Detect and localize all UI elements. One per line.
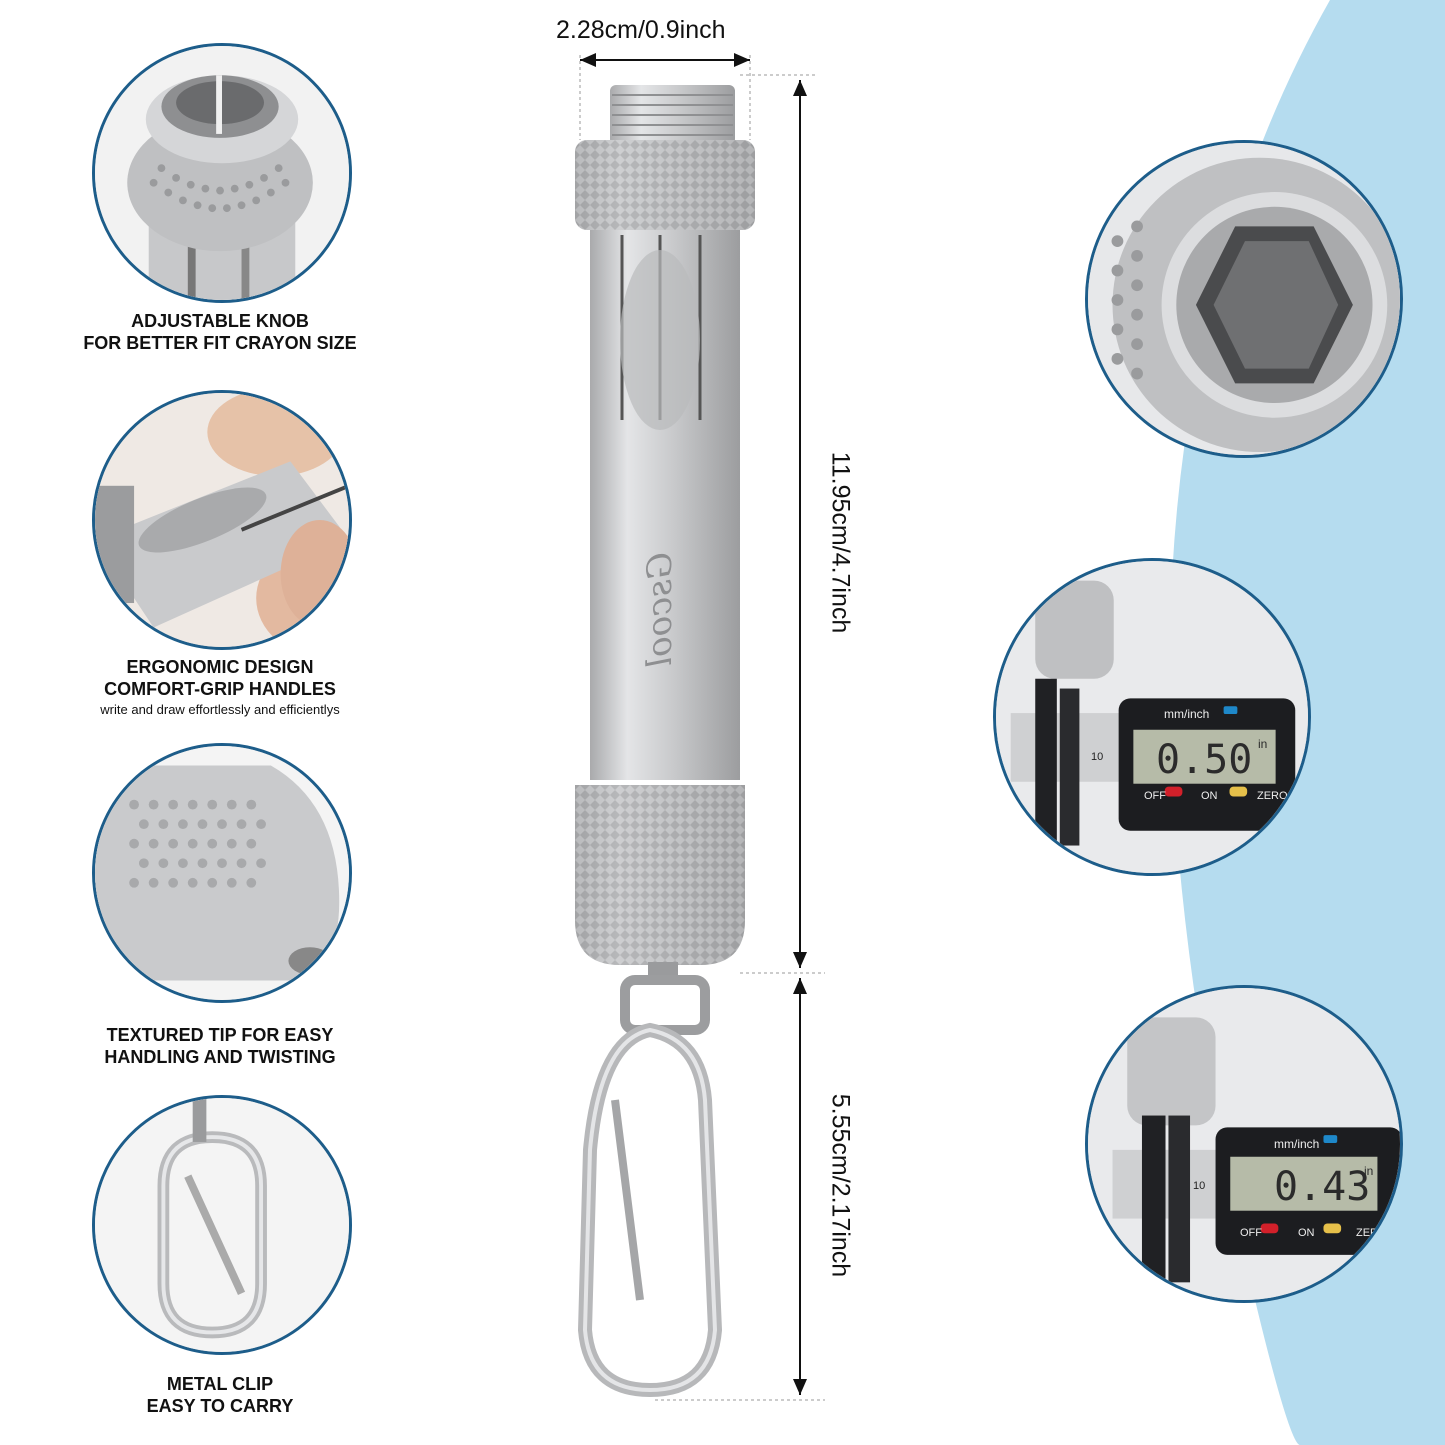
caliper-1-on-label: ON: [1201, 790, 1218, 802]
tip-closeup-circle: [92, 743, 352, 1003]
caliper-2-scale-label: 10: [1193, 1180, 1206, 1192]
brand-text: Gscool: [640, 552, 680, 668]
caliper-1-unit: in: [1258, 737, 1268, 751]
feature-2-line1: ERGONOMIC DESIGN: [126, 657, 314, 677]
caliper-2-unit-label: mm/inch: [1274, 1137, 1320, 1151]
knob-icon: [95, 46, 349, 300]
feature-4-line1: METAL CLIP: [166, 1374, 274, 1394]
clip-length-dimension-label: 5.55cm/2.17inch: [826, 1093, 855, 1278]
clip-icon: [95, 1098, 349, 1352]
caliper-1-reading: 0.50: [1156, 737, 1253, 783]
caliper-2-on-label: ON: [1298, 1227, 1315, 1239]
clip-closeup-circle: [92, 1095, 352, 1355]
caliper-1-zero-label: ZERO: [1257, 790, 1288, 802]
knob-closeup-circle: [92, 43, 352, 303]
feature-1-line1: ADJUSTABLE KNOB: [131, 311, 309, 331]
feature-1-line2: FOR BETTER FIT CRAYON SIZE: [83, 333, 357, 353]
caliper-measure-circle-2: mm/inch 0.43 in OFF ON ZER 10: [1085, 985, 1403, 1303]
grip-closeup-circle: [92, 390, 352, 650]
caliper-2-zero-label: ZER: [1356, 1227, 1378, 1239]
brand-logo: Gscool: [640, 510, 680, 710]
caliper-2-off-label: OFF: [1240, 1227, 1262, 1239]
caliper-2-unit: in: [1364, 1164, 1374, 1178]
body-length-dimension-label: 11.95cm/4.7inch: [826, 451, 855, 634]
width-dimension-label: 2.28cm/0.9inch: [556, 16, 726, 44]
feature-caption-4: METAL CLIP EASY TO CARRY: [40, 1373, 400, 1417]
feature-3-line2: HANDLING AND TWISTING: [104, 1047, 336, 1067]
feature-3-line1: TEXTURED TIP FOR EASY: [106, 1025, 334, 1045]
caliper-2-reading: 0.43: [1274, 1164, 1371, 1210]
caliper-1-off-label: OFF: [1144, 790, 1166, 802]
grip-icon: [95, 393, 349, 647]
carabiner: [577, 1022, 723, 1398]
feature-4-line2: EASY TO CARRY: [146, 1396, 294, 1416]
caliper-icon: [1088, 988, 1400, 1300]
feature-caption-2: ERGONOMIC DESIGN COMFORT-GRIP HANDLES wr…: [40, 656, 400, 720]
feature-caption-1: ADJUSTABLE KNOB FOR BETTER FIT CRAYON SI…: [40, 310, 400, 354]
caliper-icon: [996, 561, 1308, 873]
feature-caption-3: TEXTURED TIP FOR EASY HANDLING AND TWIST…: [40, 1024, 400, 1068]
caliper-1-unit-label: mm/inch: [1164, 707, 1210, 721]
feature-2-subtitle: write and draw effortlessly and efficien…: [100, 702, 340, 717]
hex-opening-circle: [1085, 140, 1403, 458]
caliper-measure-circle-1: mm/inch 0.50 in OFF ON ZERO 10: [993, 558, 1311, 876]
caliper-1-scale-label: 10: [1091, 751, 1104, 763]
hex-socket-icon: [1088, 143, 1400, 455]
feature-2-line2: COMFORT-GRIP HANDLES: [104, 679, 336, 699]
